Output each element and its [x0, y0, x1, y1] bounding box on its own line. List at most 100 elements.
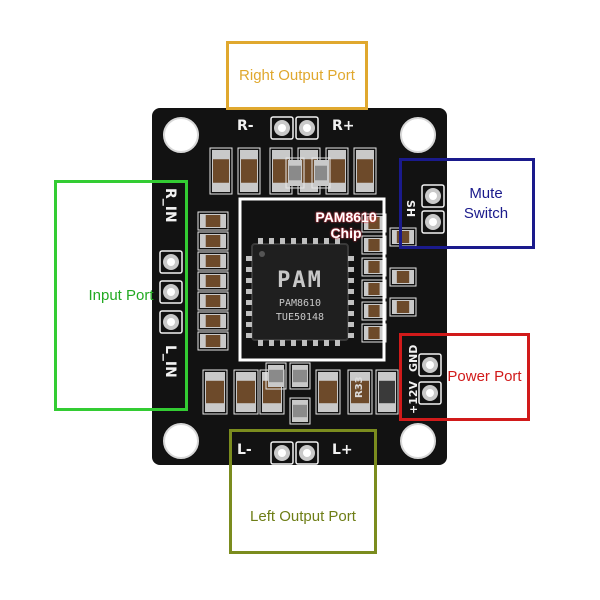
ic-pin	[280, 238, 285, 244]
ic-pin	[324, 340, 329, 346]
smd-body	[368, 283, 380, 295]
ic-pin	[348, 300, 354, 305]
smd-outline	[197, 251, 229, 271]
ic-pin	[348, 278, 354, 283]
smd-outline	[361, 279, 387, 299]
pin-headers	[159, 116, 445, 465]
pin-hole	[429, 192, 437, 200]
chip-label: PAM8610 Chip	[315, 209, 377, 241]
input-label: Input Port	[88, 286, 154, 304]
ic-pin	[313, 340, 318, 346]
ic-pin	[258, 238, 263, 244]
ic-pin	[291, 340, 296, 346]
smd-body	[357, 159, 373, 183]
pin-hole	[426, 389, 434, 397]
silk-l-plus: L+	[332, 442, 353, 458]
ic-pin	[302, 238, 307, 244]
ic-pin	[246, 267, 252, 272]
smd-outline	[311, 157, 331, 189]
smd-outline	[361, 213, 387, 233]
mute-label: Mute Switch	[463, 184, 509, 222]
smd-body	[293, 404, 307, 418]
ic-pin	[348, 289, 354, 294]
silk-r-minus: R-	[237, 118, 254, 134]
pin-hole	[167, 318, 175, 326]
smd-outline	[361, 235, 387, 255]
smd-outline	[389, 297, 417, 317]
smd-body	[205, 215, 221, 227]
pin-hole	[278, 449, 286, 457]
ic-pin	[335, 238, 340, 244]
smd-body	[205, 235, 221, 247]
ic-date-code: TUE50148	[275, 312, 325, 323]
ic-pin	[246, 333, 252, 338]
ic-pin	[258, 340, 263, 346]
ic-pin	[313, 238, 318, 244]
ic-pin	[348, 311, 354, 316]
ic-logo: PAM	[277, 268, 323, 293]
smd-body	[293, 369, 307, 383]
ic-part-number: PAM8610	[278, 298, 322, 309]
silk-l-minus: L-	[237, 442, 252, 458]
silk-r33: R33	[354, 376, 365, 398]
ic-pin	[246, 256, 252, 261]
smd-body	[269, 369, 283, 383]
smd-outline	[289, 362, 311, 390]
smd-outline	[361, 323, 387, 343]
smd-body	[368, 327, 380, 339]
mounting-holes	[163, 117, 436, 459]
smd-body	[205, 295, 221, 307]
ic-pin	[269, 238, 274, 244]
ic-pin	[291, 238, 296, 244]
smd-outline	[202, 369, 228, 415]
smd-components	[197, 147, 417, 425]
ic-pin	[348, 322, 354, 327]
smd-outline	[197, 211, 229, 231]
smd-outline	[197, 231, 229, 251]
pin-hole	[303, 124, 311, 132]
pin-hole	[429, 218, 437, 226]
smd-outline	[353, 147, 377, 195]
ic-pin	[280, 340, 285, 346]
smd-body	[379, 380, 395, 404]
ic-pin1-marker	[259, 251, 265, 257]
left-output-label: Left Output Port	[250, 508, 356, 525]
smd-body	[368, 305, 380, 317]
smd-body	[273, 159, 289, 183]
silk-r-plus: R+	[332, 118, 355, 134]
mounting-hole-icon	[400, 117, 436, 153]
ic-pin	[302, 340, 307, 346]
smd-outline	[197, 291, 229, 311]
smd-outline	[233, 369, 259, 415]
smd-body	[315, 165, 327, 181]
ic-pin	[269, 340, 274, 346]
pin-hole	[303, 449, 311, 457]
input-callout: Input Port	[54, 180, 188, 411]
power-label: Power Port	[447, 368, 522, 385]
mute-callout: Mute Switch	[399, 158, 535, 249]
smd-outline	[285, 157, 305, 189]
smd-body	[205, 275, 221, 287]
ic-pin	[324, 238, 329, 244]
chip-highlight-box	[238, 197, 386, 362]
ic-pin	[246, 322, 252, 327]
smd-body	[206, 380, 224, 404]
smd-body	[301, 159, 317, 183]
smd-outline	[197, 271, 229, 291]
mounting-hole-icon	[400, 423, 436, 459]
smd-body	[237, 380, 255, 404]
smd-body	[396, 271, 410, 283]
smd-outline	[375, 369, 399, 415]
smd-outline	[389, 267, 417, 287]
smd-body	[319, 380, 337, 404]
smd-outline	[197, 311, 229, 331]
smd-outline	[265, 362, 287, 390]
pin-hole	[167, 258, 175, 266]
smd-body	[351, 380, 369, 404]
smd-outline	[209, 147, 233, 195]
ic-pin	[348, 333, 354, 338]
smd-body	[205, 315, 221, 327]
smd-outline	[289, 397, 311, 425]
smd-body	[241, 159, 257, 183]
